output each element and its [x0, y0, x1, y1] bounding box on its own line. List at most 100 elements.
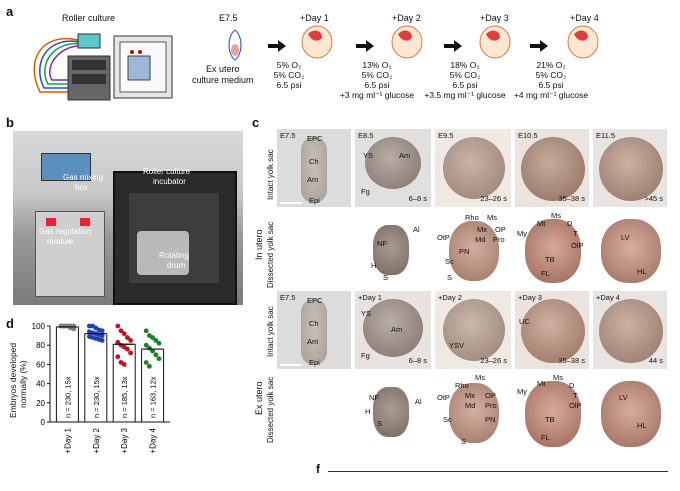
condition-glucose: +3 mg ml⁻¹ glucose: [339, 90, 415, 100]
condition-psi: 6.5 psi: [276, 80, 302, 90]
eu-ysv: YSV: [449, 341, 465, 350]
step-arrow: [268, 40, 286, 52]
eu-h: H: [365, 407, 371, 416]
e75-embryo-drawing: [228, 29, 242, 61]
condition-co2: 5% CO₂: [535, 70, 567, 80]
step-arrow: [356, 40, 374, 52]
iu-fg: Fg: [361, 187, 370, 196]
eu-s-1: S: [377, 419, 383, 428]
iu-somites-4: >45 s: [644, 194, 663, 203]
y-tick-label: 80: [36, 341, 45, 350]
embryo-drawing: [391, 25, 423, 59]
iu-olp: OlP: [571, 241, 584, 250]
eu-ch: Ch: [309, 319, 319, 328]
data-point: [147, 363, 152, 369]
gas-regulation-text: Gas regulation: [39, 227, 92, 236]
iu-lv: LV: [621, 233, 630, 242]
eu-dissected-d4: LV HL: [592, 372, 668, 452]
iu-h: H: [371, 261, 377, 270]
eu-ms: Ms: [475, 373, 485, 382]
panel-f-label: f: [316, 462, 320, 476]
step-day-label: +Day 1: [300, 13, 329, 23]
eu-somites-4: 44 s: [648, 356, 663, 365]
eu-dissected-d2: Ms Rho Mx OP OtP Md Pro Sc PN S: [434, 372, 512, 452]
condition-psi: 6.5 psi: [364, 80, 390, 90]
eu-t: T: [573, 391, 578, 400]
iu-s-1: S: [383, 273, 389, 282]
condition-glucose: +3.5 mg ml⁻¹ glucose: [424, 90, 506, 100]
y-tick-label: 20: [36, 399, 45, 408]
condition-o2: 5% O₂: [276, 60, 302, 70]
data-point: [115, 339, 121, 345]
eu-hl: HL: [637, 421, 647, 430]
embryo-drawing: [567, 25, 599, 59]
in-utero-label: In utero: [254, 229, 264, 260]
data-point: [150, 335, 155, 340]
iu-t: T: [573, 229, 578, 238]
eu-ms-d3: Ms: [553, 373, 563, 382]
iu-al: Al: [413, 225, 420, 234]
eu-am: Am: [391, 325, 403, 334]
iu-e105-stage: E10.5: [518, 131, 538, 140]
x-tick-label: +Day 3: [120, 427, 129, 453]
eu-pro: Pro: [485, 401, 497, 410]
iu-e75-stage: E7.5: [280, 131, 296, 140]
eu-olp: OlP: [569, 401, 582, 410]
iu-dissected-label: Dissected yolk sac: [266, 221, 275, 288]
iu-dissected-e105: Ms Mt D T My OlP TB FL: [514, 210, 590, 288]
data-point: [99, 338, 105, 343]
roller-culture-text: Roller culture: [143, 167, 191, 176]
step-arrow: [444, 40, 462, 52]
step-day-label: +Day 2: [392, 13, 421, 23]
condition-co2: 5% CO₂: [449, 70, 481, 80]
iu-epc: EPC: [307, 134, 323, 143]
rotating-drum: [137, 231, 189, 275]
iu-ms: Ms: [487, 213, 497, 222]
data-point: [125, 346, 130, 352]
y-tick-label: 60: [36, 360, 45, 369]
bar-n-annotation: n = 230, 15x: [92, 376, 101, 418]
bar-n-annotation: n = 230, 15x: [63, 376, 72, 418]
eu-mx: Mx: [465, 391, 475, 400]
iu-mt: Mt: [537, 219, 546, 228]
roller-culture-label: Roller culture: [62, 13, 116, 23]
data-point: [118, 328, 124, 334]
data-point: [115, 354, 121, 360]
ex-utero-label-c: Ex utero: [254, 381, 264, 415]
eu-d4-stage: +Day 4: [596, 293, 620, 302]
y-tick-label: 100: [32, 322, 46, 331]
eu-s-2: S: [461, 437, 467, 446]
iu-tb: TB: [545, 255, 555, 264]
x-tick-label: +Day 4: [149, 427, 158, 453]
condition-psi: 6.5 psi: [452, 80, 478, 90]
bar-n-annotation: n = 163, 12x: [149, 376, 158, 418]
d-ylabel-1: Embryos developed: [8, 342, 18, 418]
iu-e85-stage: E8.5: [358, 131, 374, 140]
regulation-module-box: [35, 211, 105, 297]
iu-pn: PN: [459, 247, 470, 256]
eu-e75-stage: E7.5: [280, 293, 296, 302]
incubator-text: incubator: [153, 177, 186, 186]
iu-rho: Rho: [465, 213, 479, 222]
iu-nf: NF: [377, 239, 387, 248]
eu-fl: FL: [541, 433, 550, 442]
step-arrow: [530, 40, 548, 52]
eu-nf: NF: [369, 393, 379, 402]
iu-dissected-e85: NF Al H S: [354, 210, 432, 288]
iu-hl: HL: [637, 267, 647, 276]
iu-d: D: [567, 219, 573, 228]
eu-intact-label: Intact yolk sac: [266, 306, 275, 357]
iu-sc: Sc: [445, 257, 454, 266]
iu-ys: YS: [363, 151, 374, 160]
condition-o2: 13% O₂: [362, 60, 392, 70]
y-tick-label: 40: [36, 380, 45, 389]
data-point: [156, 340, 162, 346]
iu-somites-2: 23–26 s: [480, 194, 507, 203]
panel-b-label: b: [6, 115, 14, 130]
data-point: [125, 335, 130, 340]
iu-am-85: Am: [399, 151, 411, 160]
iu-epi: Epi: [309, 196, 320, 205]
